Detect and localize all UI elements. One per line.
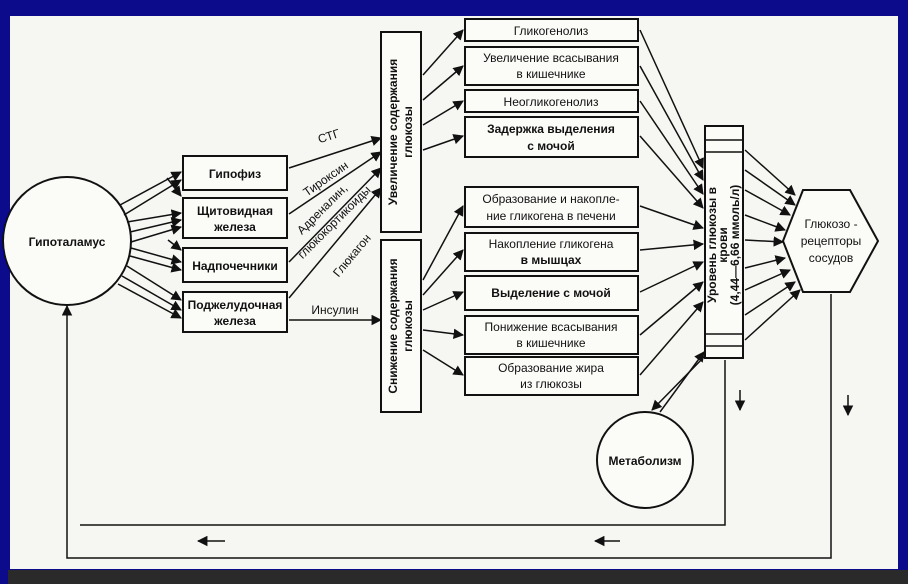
adrenal-box: Надпочечники xyxy=(182,247,288,283)
pancreas-label-1: Поджелудочная xyxy=(188,298,283,312)
effect-neoglycogenolysis: Неогликогенолиз xyxy=(464,89,639,113)
hypothalamus-label: Гипоталамус xyxy=(29,235,106,249)
insulin-label: Инсулин xyxy=(311,303,358,317)
stg-label: СТГ xyxy=(316,126,342,146)
blood-glucose-level-box: Уровень глюкозы в крови (4,44—6,66 ммоль… xyxy=(704,125,744,359)
decrease-bar-label-2: глюкозы xyxy=(401,300,415,352)
effect-intestinal-absorption-decrease-label-2: в кишечнике xyxy=(516,336,586,350)
effect-liver-glycogen-label-1: Образование и накопле- xyxy=(482,192,619,206)
effect-intestinal-absorption-increase-label-2: в кишечнике xyxy=(516,67,586,81)
effect-urinary-excretion-label: Выделение с мочой xyxy=(491,286,610,300)
effect-neoglycogenolysis-label: Неогликогенолиз xyxy=(504,95,599,109)
metabolism-node: Метаболизм xyxy=(596,411,694,509)
effect-fat-formation-label-1: Образование жира xyxy=(498,361,604,375)
decrease-bar-label-1: Снижение содержания xyxy=(386,258,400,393)
hormone-arrows xyxy=(288,135,383,326)
effect-intestinal-absorption-increase: Увеличение всасывания в кишечнике xyxy=(464,46,639,86)
feedback-loops xyxy=(61,294,854,559)
effect-muscle-glycogen-label-1: Накопление гликогена xyxy=(489,237,614,251)
receptors-label-1: Глюкозо - xyxy=(804,217,857,231)
effect-urinary-retention-label-2: с мочой xyxy=(527,139,574,153)
increase-bar-label-2: глюкозы xyxy=(401,106,415,158)
effect-muscle-glycogen: Накопление гликогена в мышцах xyxy=(464,232,639,272)
effect-glycogenolysis-label: Гликогенолиз xyxy=(514,24,589,38)
effect-intestinal-absorption-decrease-label-1: Понижение всасывания xyxy=(485,320,618,334)
effect-urinary-retention-label-1: Задержка выделения xyxy=(487,122,615,136)
thyroid-label-1: Щитовидная xyxy=(197,204,273,218)
adrenal-label: Надпочечники xyxy=(192,259,278,273)
blood-to-receptor-arrows xyxy=(744,149,801,341)
increase-bar: Увеличение содержания глюкозы xyxy=(380,31,422,233)
effect-liver-glycogen-label-2: ние гликогена в печени xyxy=(486,209,615,223)
blood-level-label-2: крови xyxy=(716,227,730,262)
effect-urinary-retention: Задержка выделения с мочой xyxy=(464,116,639,158)
pancreas-label-2: железа xyxy=(213,314,256,328)
receptors-label-2: рецепторы xyxy=(801,234,862,248)
effect-glycogenolysis: Гликогенолиз xyxy=(464,18,639,42)
pituitary-label: Гипофиз xyxy=(209,167,261,181)
effect-intestinal-absorption-increase-label-1: Увеличение всасывания xyxy=(483,51,619,65)
effect-fat-formation-label-2: из глюкозы xyxy=(520,377,582,391)
decrease-bar: Снижение содержания глюкозы xyxy=(380,239,422,413)
effect-liver-glycogen: Образование и накопле- ние гликогена в п… xyxy=(464,186,639,228)
increase-bar-label-1: Увеличение содержания xyxy=(386,59,400,205)
glucoreceptors-node: Глюкозо - рецепторы сосудов xyxy=(781,189,880,293)
bar-to-effect-arrows xyxy=(422,29,465,376)
blood-level-label-1: Уровень глюкозы в xyxy=(705,187,719,303)
effect-urinary-excretion: Выделение с мочой xyxy=(464,275,639,311)
thyroid-box: Щитовидная железа xyxy=(182,197,288,239)
pancreas-box: Поджелудочная железа xyxy=(182,291,288,333)
receptors-label-3: сосудов xyxy=(809,251,853,265)
thyroid-label-2: железа xyxy=(213,220,256,234)
effect-muscle-glycogen-label-2: в мышцах xyxy=(521,253,582,267)
metabolism-label: Метаболизм xyxy=(608,454,681,468)
effect-intestinal-absorption-decrease: Понижение всасывания в кишечнике xyxy=(464,315,639,355)
hypothalamus-to-glands-arrows xyxy=(117,171,183,319)
effect-to-blood-arrows xyxy=(639,29,707,413)
pituitary-box: Гипофиз xyxy=(182,155,288,191)
hypothalamus-node: Гипоталамус xyxy=(2,176,132,306)
glucagon-label: Глюкагон xyxy=(330,231,374,279)
blood-level-label-3: (4,44—6,66 ммоль/л) xyxy=(728,185,742,306)
effect-fat-formation: Образование жира из глюкозы xyxy=(464,356,639,396)
